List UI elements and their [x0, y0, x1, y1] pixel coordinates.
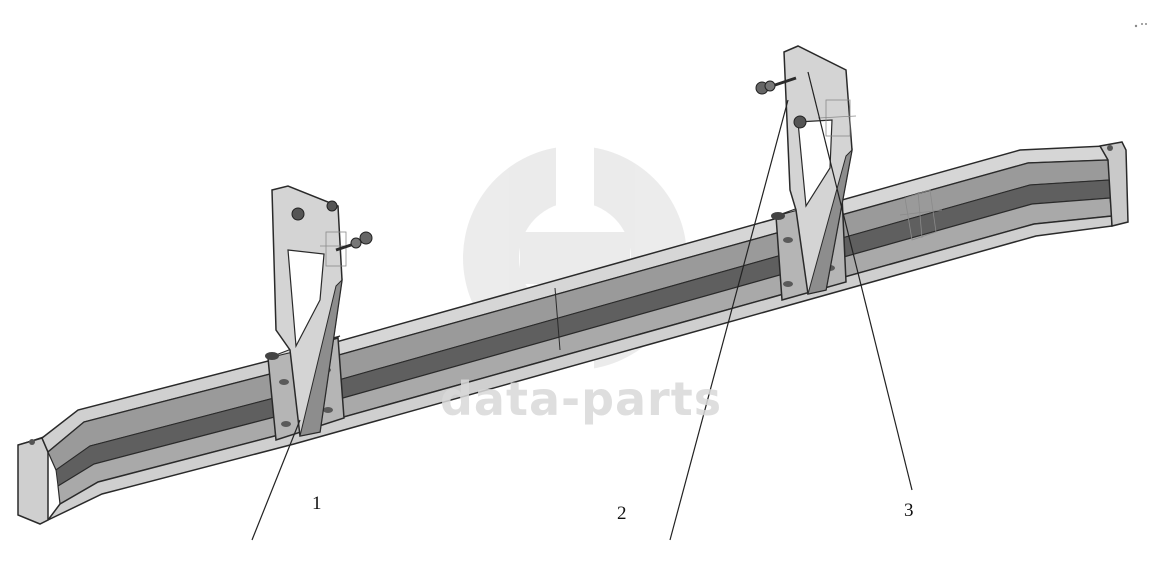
callout-label-3: 3 [904, 500, 914, 521]
callout-label-1: 1 [312, 493, 322, 514]
wireframe-marker-right [899, 189, 943, 241]
leader-lines [251, 71, 913, 541]
right-end-cap [1098, 141, 1129, 227]
leader-line-3 [807, 71, 913, 491]
leader-line-2 [669, 99, 789, 541]
watermark-text: data-parts [440, 372, 723, 426]
left-bracket [265, 185, 373, 442]
leader-line-1 [251, 419, 301, 541]
right-bracket [755, 45, 857, 301]
corner-marks [1134, 23, 1147, 28]
callout-label-2: 2 [617, 503, 627, 524]
